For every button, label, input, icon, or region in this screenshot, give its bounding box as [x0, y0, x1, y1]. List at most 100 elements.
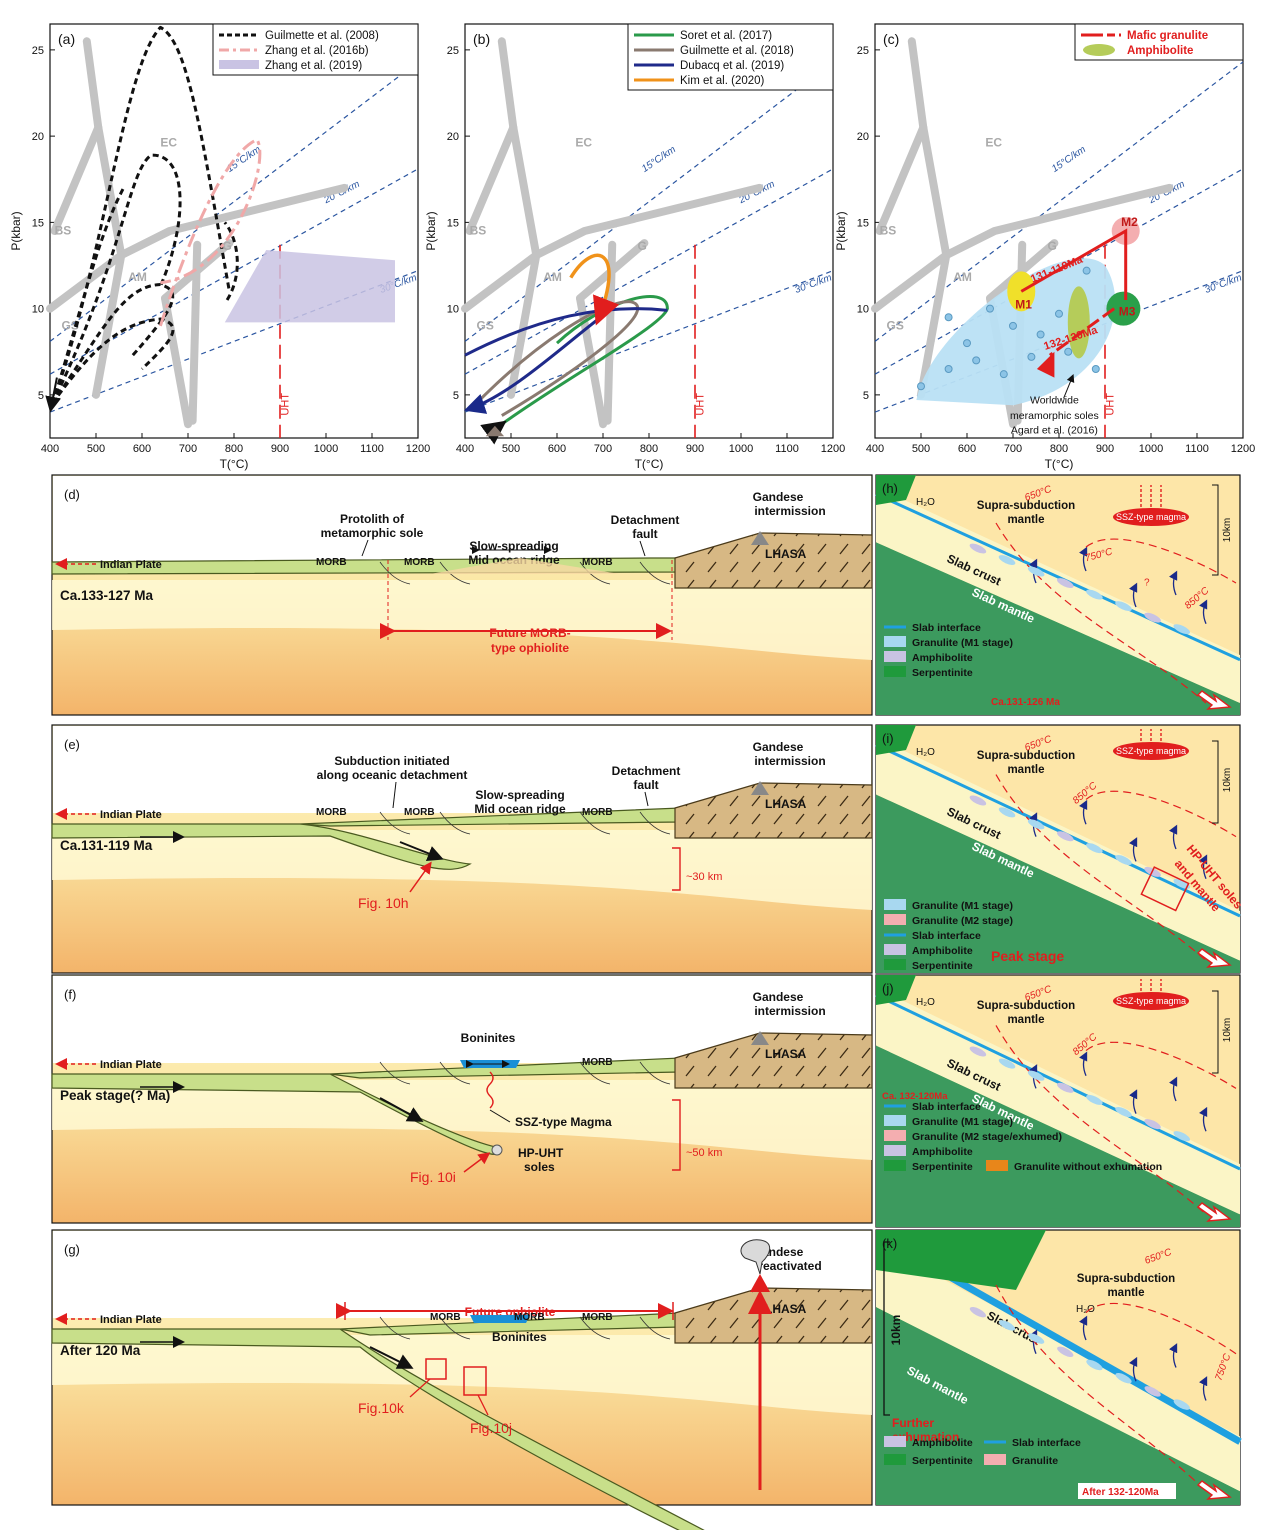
fluid-arrow [1129, 1356, 1138, 1382]
y-tick-label: 20 [857, 131, 869, 143]
facies-boundary [465, 123, 518, 235]
legend-label: Amphibolite [912, 1437, 973, 1449]
scale-label: 10km [1222, 768, 1233, 792]
rock-lens [1173, 1399, 1190, 1410]
x-tick-label: 600 [548, 443, 566, 455]
mafic-granulite-path [1020, 228, 1128, 300]
x-axis-label: T(°C) [220, 457, 249, 471]
fig-pointer [409, 1378, 431, 1398]
x-tick-label: 1100 [775, 443, 799, 455]
guilmette-2008-path [51, 283, 175, 405]
section-label: (g) [64, 1242, 80, 1257]
facies-g: G [1048, 239, 1057, 253]
indian-plate-label: Indian Plate [100, 559, 162, 571]
mantle-label: mantle [1007, 1014, 1044, 1026]
lhasa-label: LHASA [765, 797, 807, 811]
gandese-label: reactivated [758, 1259, 821, 1273]
pointer-line [644, 791, 649, 807]
geotherm-line [49, 168, 419, 375]
rock-lens [1173, 1131, 1191, 1142]
slab-mantle [876, 1307, 1240, 1505]
ssz-magma-body [1113, 508, 1189, 526]
rock-lens [1115, 1106, 1132, 1118]
x-tick-label: 900 [686, 443, 704, 455]
soles-label: meramorphic soles [1010, 410, 1099, 422]
scale-label: 10km [1222, 518, 1233, 542]
y-tick-label: 10 [447, 304, 459, 316]
legend-label: Serpentinite [912, 667, 973, 679]
fault-arc [639, 1316, 671, 1340]
facies-am: AM [128, 270, 147, 284]
sole-data-point [986, 304, 994, 313]
legend-label: Slab interface [912, 1101, 981, 1113]
soles-label: soles [524, 1160, 555, 1174]
fluid-arrow [1029, 1329, 1038, 1354]
ridge-label: Slow-spreading [469, 539, 558, 553]
rock-lens [998, 555, 1016, 565]
exhumation-arrow [1196, 948, 1232, 968]
fig-pointer [477, 1394, 489, 1416]
legend-swatch [1083, 44, 1115, 56]
uht-label: UHT [694, 393, 706, 416]
legend-label: Amphibolite [912, 1146, 973, 1158]
sole-data-point [972, 356, 981, 365]
rock-lens [1115, 601, 1132, 612]
rock-lens [969, 795, 987, 806]
morb-label: MORB [404, 557, 435, 568]
y-axis-label: P(kbar) [9, 211, 23, 250]
x-tick-label: 700 [179, 443, 197, 455]
depth-bracket [672, 1099, 681, 1171]
dubacq-2019-path [465, 307, 668, 409]
soles-label: Agard et al. (2016) [1011, 425, 1098, 437]
legend-label: Serpentinite [912, 960, 973, 972]
fault-arc [639, 811, 671, 835]
sole-data-point [1091, 365, 1100, 373]
legend-swatch [884, 944, 906, 955]
guilmette-2008-path [50, 25, 231, 405]
fluid-arrow [1169, 1076, 1178, 1102]
fluid-arrow [1129, 582, 1138, 608]
ssz-magma-label: SSZ-type Magma [515, 1115, 612, 1129]
legend-label: Soret et al. (2017) [680, 30, 772, 42]
geotherm-line [464, 168, 834, 375]
legend-label: Slab interface [912, 930, 981, 942]
indian-plate-label: Indian Plate [100, 1059, 162, 1071]
metamorphic-soles-field [916, 258, 1116, 406]
ssz-magma-label: SSZ-type magma [1116, 512, 1186, 522]
scale-label: 10km [1222, 1018, 1233, 1042]
isotherm [1085, 1302, 1237, 1355]
subduction-label: along oceanic detachment [317, 768, 468, 782]
h2o-label: H₂O [1076, 1304, 1095, 1315]
facies-boundary [161, 294, 192, 429]
scale-bar [1212, 990, 1219, 1074]
isotherm [995, 1284, 1207, 1492]
age-label: After 132-120Ma [1082, 1487, 1159, 1498]
isotherm [1085, 790, 1237, 838]
legend-label: Slab interface [1012, 1437, 1081, 1449]
rock-lens [1056, 578, 1074, 589]
legend-label: Granulite (M2 stage) [912, 915, 1013, 927]
uht-label: UHT [279, 393, 291, 416]
sole-data-point [1055, 309, 1063, 318]
mantle-label: mantle [1007, 514, 1044, 526]
exhumation-arrow [1196, 690, 1232, 710]
fluid-arrow [1199, 599, 1208, 625]
legend-label: Guilmette et al. (2018) [680, 45, 794, 57]
age-box [1078, 1483, 1176, 1499]
lhasa-block [674, 1032, 873, 1089]
lithosphere [52, 1335, 872, 1415]
fault-arc [379, 1061, 411, 1085]
sole-data-point [1027, 352, 1036, 361]
y-tick-label: 25 [32, 45, 44, 57]
slab-interface [875, 993, 1241, 1171]
facies-boundary [603, 240, 617, 425]
sole-data-point [944, 365, 953, 373]
fluid-arrow [1129, 837, 1138, 862]
detachment-label: Detachment [612, 764, 681, 778]
guilmette-2008-path [50, 153, 182, 405]
y-tick-label: 15 [447, 217, 459, 229]
volcano-plume [740, 1239, 771, 1275]
